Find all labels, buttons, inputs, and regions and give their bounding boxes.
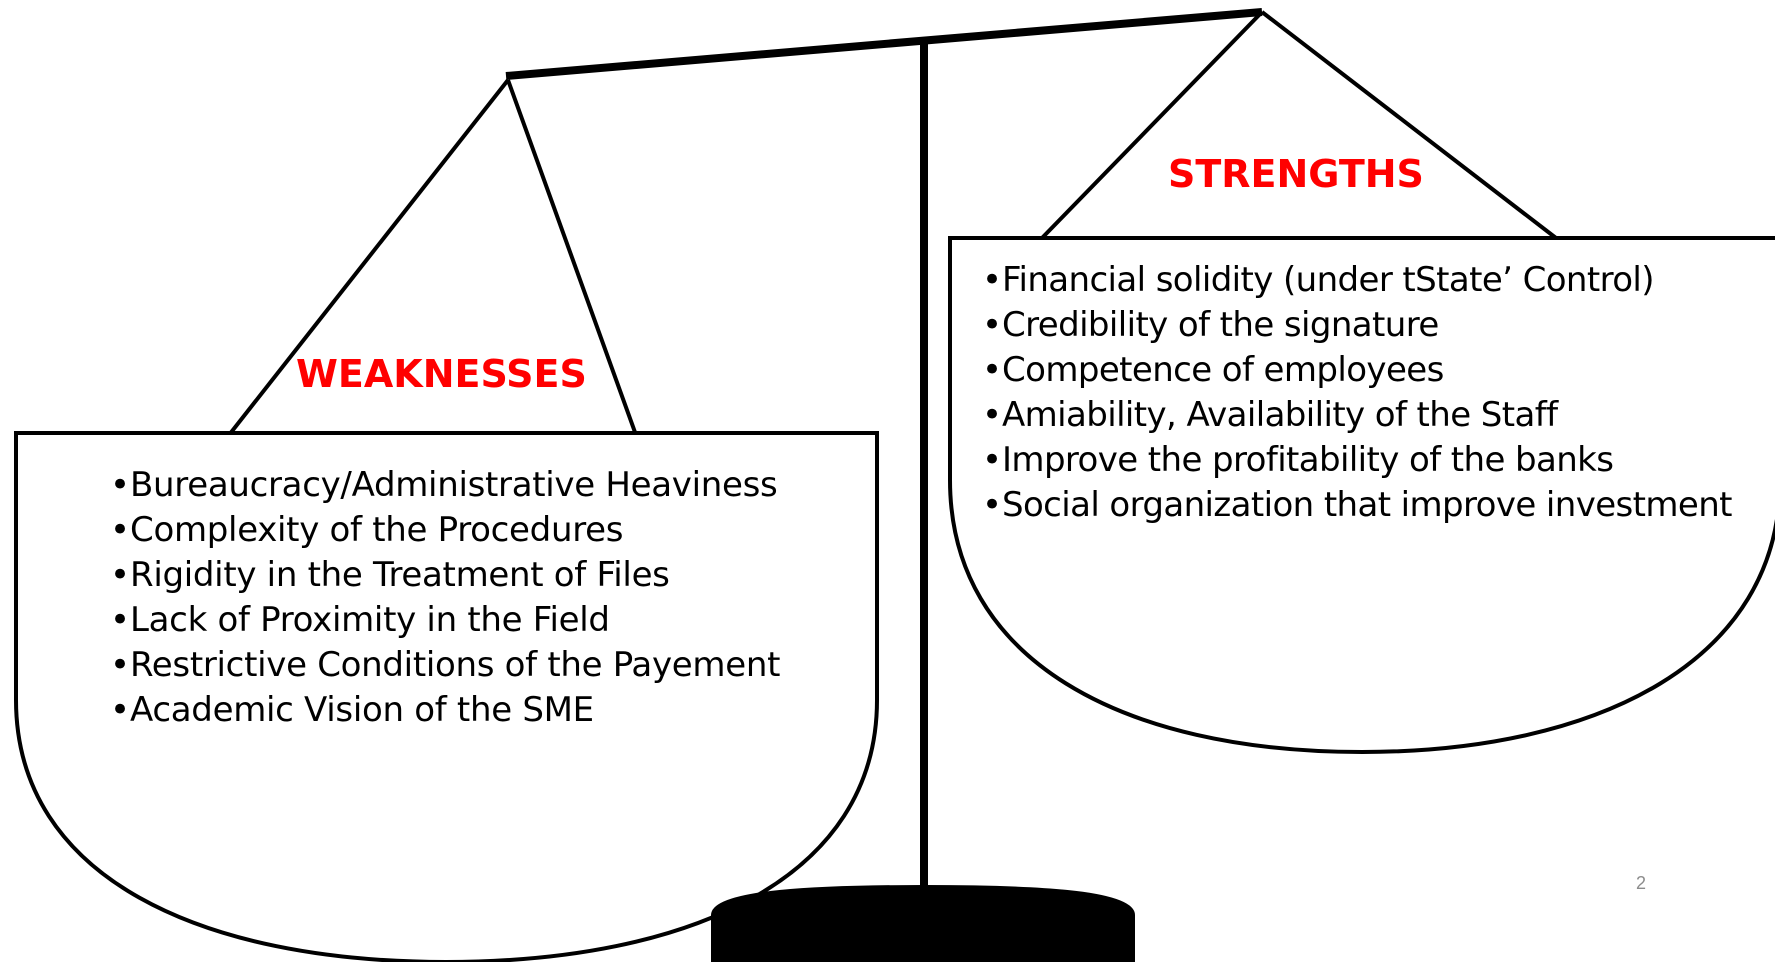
right-string-a (1040, 10, 1264, 240)
strength-item: Amiability, Availability of the Staff (982, 393, 1732, 438)
strength-item: Credibility of the signature (982, 303, 1732, 348)
strength-item: Financial solidity (under tState’ Contro… (982, 258, 1732, 303)
weakness-item: Bureaucracy/Administrative Heaviness (110, 463, 780, 508)
strengths-title: STRENGTHS (1168, 152, 1424, 196)
weakness-item: Complexity of the Procedures (110, 508, 780, 553)
scale-beam (505, 8, 1263, 80)
weakness-item: Restrictive Conditions of the Payement (110, 643, 780, 688)
weakness-item: Lack of Proximity in the Field (110, 598, 780, 643)
right-string-b (1260, 10, 1558, 240)
weaknesses-title: WEAKNESSES (296, 352, 587, 396)
strength-item: Competence of employees (982, 348, 1732, 393)
strength-item: Improve the profitability of the banks (982, 438, 1732, 483)
page-number: 2 (1636, 873, 1647, 893)
left-string-a (227, 78, 510, 437)
strengths-list: Financial solidity (under tState’ Contro… (982, 258, 1733, 528)
strength-item: Social organization that improve investm… (982, 483, 1733, 528)
left-string-b (506, 79, 638, 436)
scale-base (711, 884, 1135, 962)
weaknesses-list: Bureaucracy/Administrative Heaviness Com… (110, 463, 780, 733)
weakness-item: Academic Vision of the SME (110, 688, 780, 733)
weakness-item: Rigidity in the Treatment of Files (110, 553, 780, 598)
